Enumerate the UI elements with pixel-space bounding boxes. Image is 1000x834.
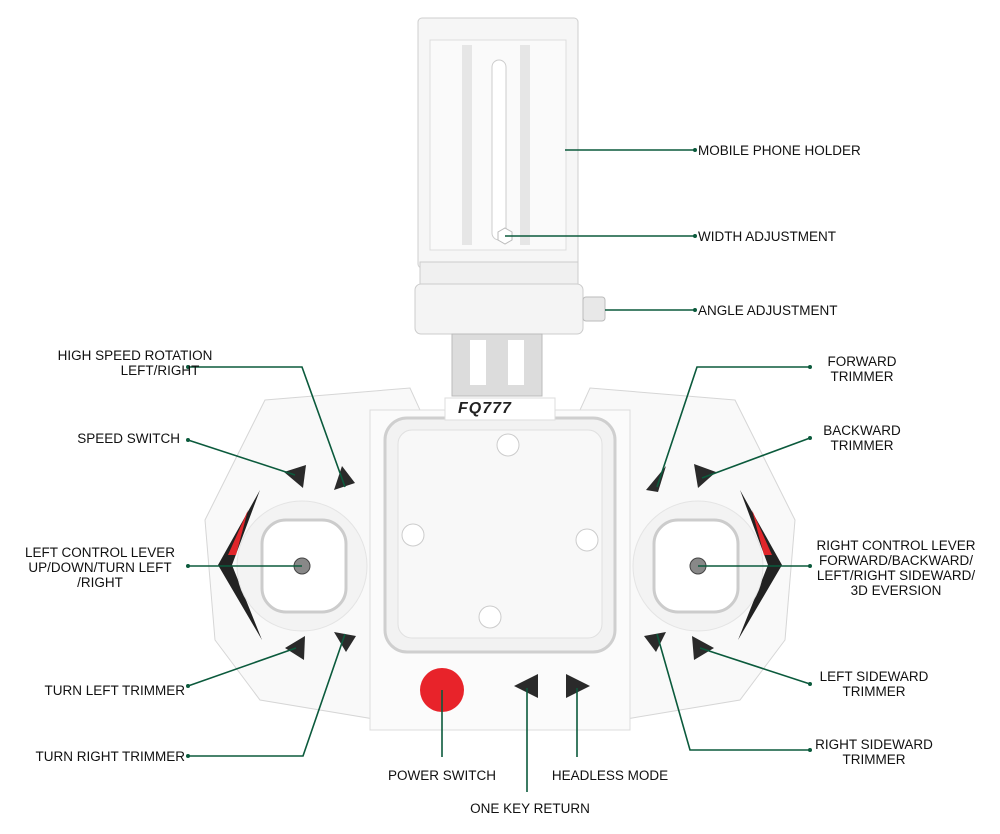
label-one-key-return: ONE KEY RETURN: [470, 801, 590, 816]
label-left-control-lever: LEFT CONTROL LEVER UP/DOWN/TURN LEFT /RI…: [25, 545, 175, 590]
label-line: TRIMMER: [830, 438, 894, 453]
turn-right-trimmer-button[interactable]: [334, 632, 356, 652]
label-line: BACKWARD: [823, 423, 901, 438]
label-high-speed-rotation: HIGH SPEED ROTATION LEFT/RIGHT: [58, 348, 213, 378]
headless-mode-button[interactable]: [566, 674, 590, 698]
model-badge: FQ777: [458, 400, 512, 417]
controller-body: [204, 387, 796, 731]
label-line: RIGHT SIDEWARD: [815, 737, 933, 752]
label-line: UP/DOWN/TURN LEFT: [28, 560, 172, 575]
backward-trimmer-button[interactable]: [694, 464, 716, 488]
right-sideward-trimmer-button[interactable]: [644, 632, 666, 652]
high-speed-rotation-button[interactable]: [334, 466, 355, 490]
leader-lines: [186, 148, 812, 792]
label-line: TRIMMER: [830, 369, 894, 384]
label-power-switch: POWER SWITCH: [388, 768, 496, 783]
label-turn-right-trimmer: TURN RIGHT TRIMMER: [35, 749, 186, 764]
left-sideward-trimmer-button[interactable]: [692, 636, 714, 660]
label-line: 3D EVERSION: [850, 583, 942, 598]
label-line: LEFT/RIGHT: [120, 363, 200, 378]
label-turn-left-trimmer: TURN LEFT TRIMMER: [44, 683, 185, 698]
angle-adjust-knob[interactable]: [582, 296, 606, 322]
label-speed-switch: SPEED SWITCH: [77, 431, 180, 446]
label-line: LEFT CONTROL LEVER: [24, 545, 176, 560]
label-line: FORWARD: [827, 354, 897, 369]
phone-holder: [414, 17, 606, 397]
label-forward-trimmer: FORWARD TRIMMER: [828, 354, 897, 384]
label-line: LEFT SIDEWARD: [819, 669, 929, 684]
label-left-sideward-trimmer: LEFT SIDEWARD TRIMMER: [820, 669, 929, 699]
label-line: TRIMMER: [842, 752, 906, 767]
label-angle-adjustment: ANGLE ADJUSTMENT: [698, 303, 838, 318]
label-right-control-lever: RIGHT CONTROL LEVER FORWARD/BACKWARD/ LE…: [816, 538, 975, 598]
label-right-sideward-trimmer: RIGHT SIDEWARD TRIMMER: [815, 737, 933, 767]
label-line: FORWARD/BACKWARD/: [818, 553, 973, 568]
label-mobile-phone-holder: MOBILE PHONE HOLDER: [698, 143, 861, 158]
label-width-adjustment: WIDTH ADJUSTMENT: [698, 229, 836, 244]
label-line: TRIMMER: [842, 684, 906, 699]
label-backward-trimmer: BACKWARD TRIMMER: [823, 423, 901, 453]
one-key-return-button[interactable]: [514, 674, 538, 698]
label-line: HIGH SPEED ROTATION: [57, 348, 213, 363]
label-headless-mode: HEADLESS MODE: [551, 768, 669, 783]
label-line: LEFT/RIGHT SIDEWARD/: [816, 568, 976, 583]
label-line: RIGHT CONTROL LEVER: [816, 538, 976, 553]
speed-switch-button[interactable]: [284, 465, 306, 488]
label-line: /RIGHT: [77, 575, 123, 590]
